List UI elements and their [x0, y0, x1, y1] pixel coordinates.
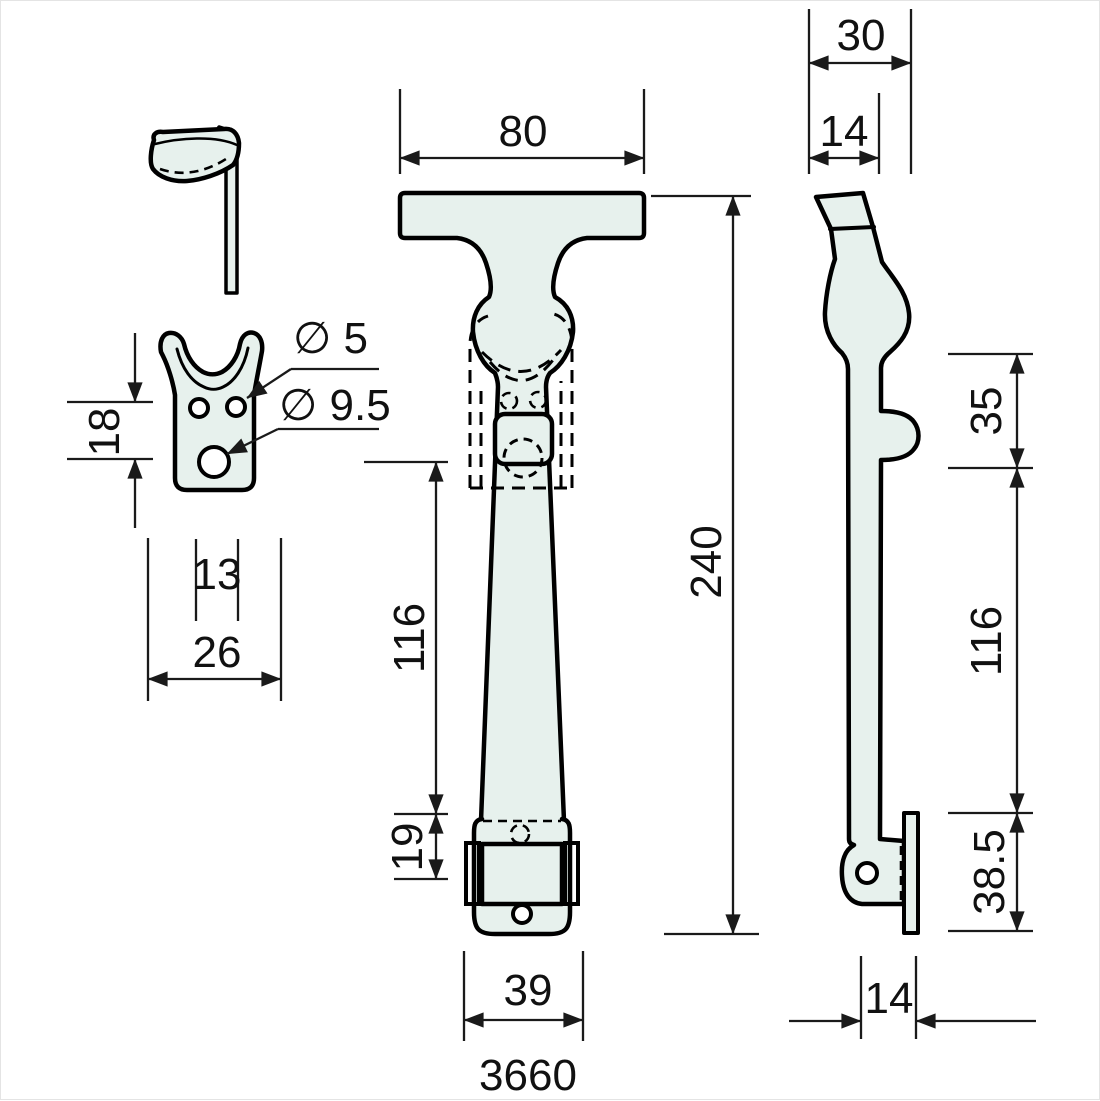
side-mounting-plate	[902, 811, 920, 935]
keeper-bracket-view	[158, 330, 265, 493]
dim-14-top-label: 14	[820, 107, 869, 156]
side-view: 30 14 35 116 38.5 14	[789, 9, 1036, 1039]
pin-part-view	[148, 125, 242, 295]
front-large-hole-hidden	[502, 437, 544, 479]
pin-blade	[148, 126, 242, 184]
front-keeper-hole-hidden-right	[528, 390, 548, 410]
front-strap-plate	[492, 411, 555, 467]
dim-14-bottom-label: 14	[865, 974, 914, 1023]
side-silhouette	[813, 190, 921, 907]
keeper-small-hole-right	[225, 396, 247, 418]
dim-116r-label: 116	[962, 606, 1011, 676]
side-lug-hole	[855, 861, 879, 885]
keeper-dimensions: 18 13 26	[67, 333, 283, 701]
large-hole-leader	[226, 427, 279, 456]
dim-80-label: 80	[499, 107, 548, 156]
dim-13-label: 13	[193, 550, 242, 599]
keeper-crotch-inner-line	[175, 346, 250, 391]
dim-116-label: 116	[385, 603, 434, 673]
front-base-strap	[479, 841, 565, 907]
front-base-ear-left	[464, 841, 481, 906]
front-base	[464, 816, 580, 937]
dim-385-label: 38.5	[965, 829, 1014, 915]
pin-blade-hidden-line	[159, 155, 230, 175]
dim-26-label: 26	[193, 628, 242, 677]
front-view: 80 240 116 19 39 3660	[364, 89, 759, 1100]
side-view-dimensions: 30 14 35 116 38.5 14	[789, 9, 1036, 1039]
front-keeper-hole-hidden-left	[499, 391, 519, 411]
part-number-label: 3660	[479, 1051, 577, 1100]
dim-35-label: 35	[962, 387, 1011, 436]
small-hole-diameter-label: ∅ 5	[293, 314, 368, 363]
small-hole-leader	[246, 368, 292, 399]
front-base-hidden-hole	[509, 823, 531, 845]
pin-blade-rim-line	[153, 137, 239, 147]
front-keeper-hidden-outline	[468, 312, 574, 490]
dim-18-label: 18	[80, 408, 129, 457]
keeper-small-hole-left	[188, 397, 210, 419]
side-handle-band-line	[828, 225, 876, 231]
large-hole-diameter-label: ∅ 9.5	[279, 381, 391, 430]
dim-30-label: 30	[837, 11, 886, 60]
dim-39-label: 39	[504, 966, 553, 1015]
keeper-hole-callouts: ∅ 5 ∅ 9.5	[226, 314, 391, 456]
keeper-large-hole	[197, 445, 231, 479]
front-base-ear-right	[563, 841, 580, 906]
dim-240-label: 240	[682, 525, 731, 598]
dim-19-label: 19	[383, 823, 432, 872]
front-base-hole	[511, 903, 533, 925]
front-view-dimensions: 80 240 116 19 39	[364, 89, 759, 1041]
